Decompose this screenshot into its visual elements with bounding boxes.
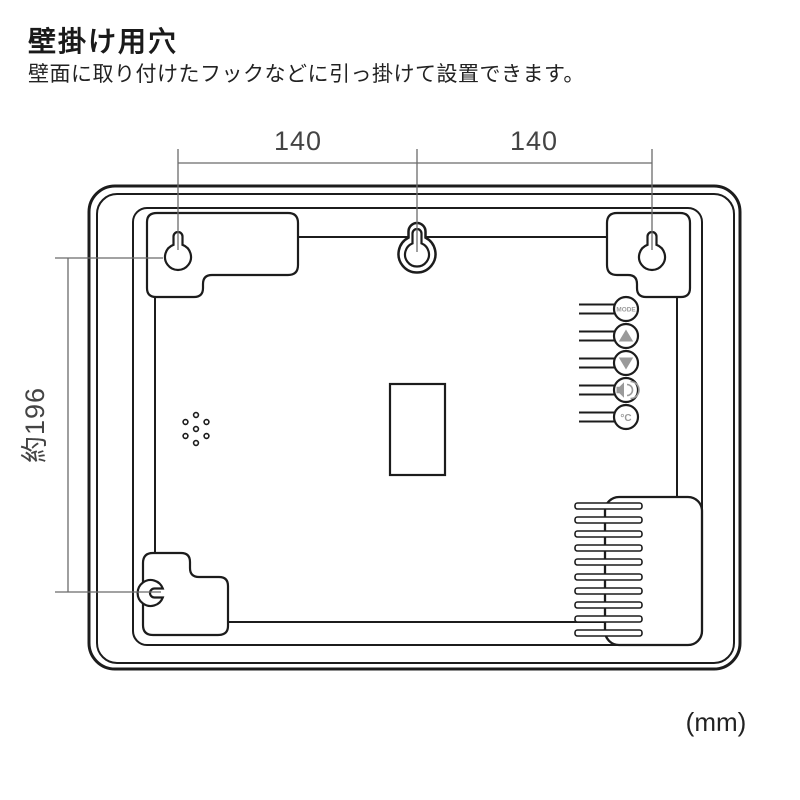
page-subtitle: 壁面に取り付けたフックなどに引っ掛けて設置できます。 <box>28 63 585 86</box>
button-leader-lines <box>579 303 614 423</box>
dim-label-left: 約196 <box>20 387 50 463</box>
mount-boss-bottom-left <box>141 551 230 637</box>
mount-boss-top-left <box>145 211 300 299</box>
mode-label: MODE <box>616 307 636 314</box>
dim-left <box>55 257 163 593</box>
vent-slits <box>574 502 643 637</box>
dim-label-top-right: 140 <box>510 126 558 156</box>
button-mode: MODE <box>612 295 640 323</box>
temp-label: °C <box>620 413 631 424</box>
button-temp: °C <box>612 403 640 431</box>
speaker-holes-icon <box>182 411 210 447</box>
speaker-icon <box>616 380 640 400</box>
button-up <box>612 322 640 350</box>
battery-cover <box>388 382 447 477</box>
dim-top <box>177 149 653 252</box>
unit-label: (mm) <box>686 707 747 737</box>
page-title: 壁掛け用穴 <box>28 26 179 57</box>
triangle-down-icon <box>618 357 634 370</box>
dim-label-top-left: 140 <box>274 126 322 156</box>
button-down <box>612 349 640 377</box>
button-volume <box>612 376 640 404</box>
triangle-up-icon <box>618 329 634 342</box>
